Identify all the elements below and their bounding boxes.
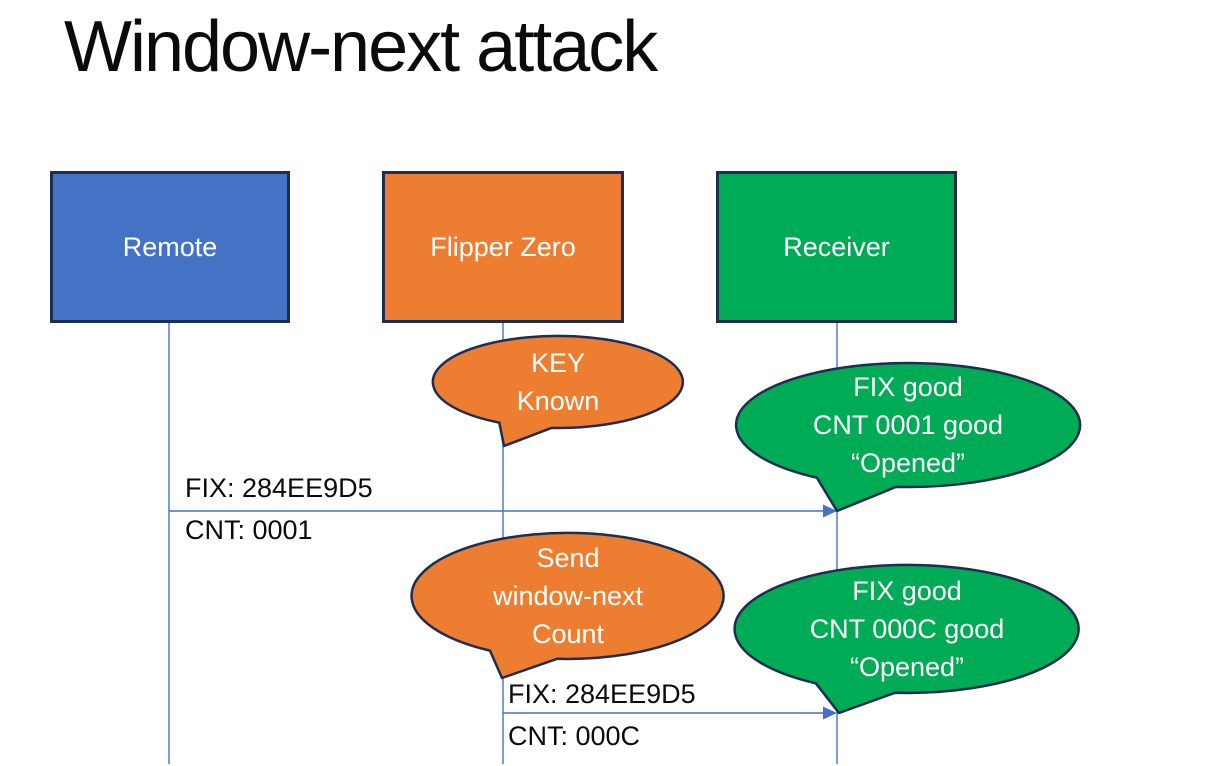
actor-box-receiver: Receiver [716, 171, 957, 323]
message-2-fix-label: FIX: 284EE9D5 [508, 679, 696, 709]
callout-receiver-open-1 [734, 361, 1082, 513]
callout-key-known [431, 334, 685, 448]
message-arrow-1-head-icon [823, 504, 837, 518]
message-2-cnt-label: CNT: 000C [508, 721, 641, 751]
callout-receiver-open-2 [733, 563, 1080, 715]
actor-box-remote: Remote [50, 171, 290, 323]
slide-title: Window-next attack [64, 7, 658, 87]
actor-box-flipper-zero: Flipper Zero [382, 171, 624, 323]
actor-label-receiver: Receiver [783, 231, 890, 262]
message-1-fix-label: FIX: 284EE9D5 [185, 473, 373, 503]
actor-label-remote: Remote [122, 231, 218, 262]
actor-label-flipper-zero: Flipper Zero [430, 231, 576, 262]
message-arrow-2-head-icon [823, 706, 837, 720]
message-1-cnt-label: CNT: 0001 [185, 515, 313, 545]
callout-send-window-next [410, 531, 725, 680]
